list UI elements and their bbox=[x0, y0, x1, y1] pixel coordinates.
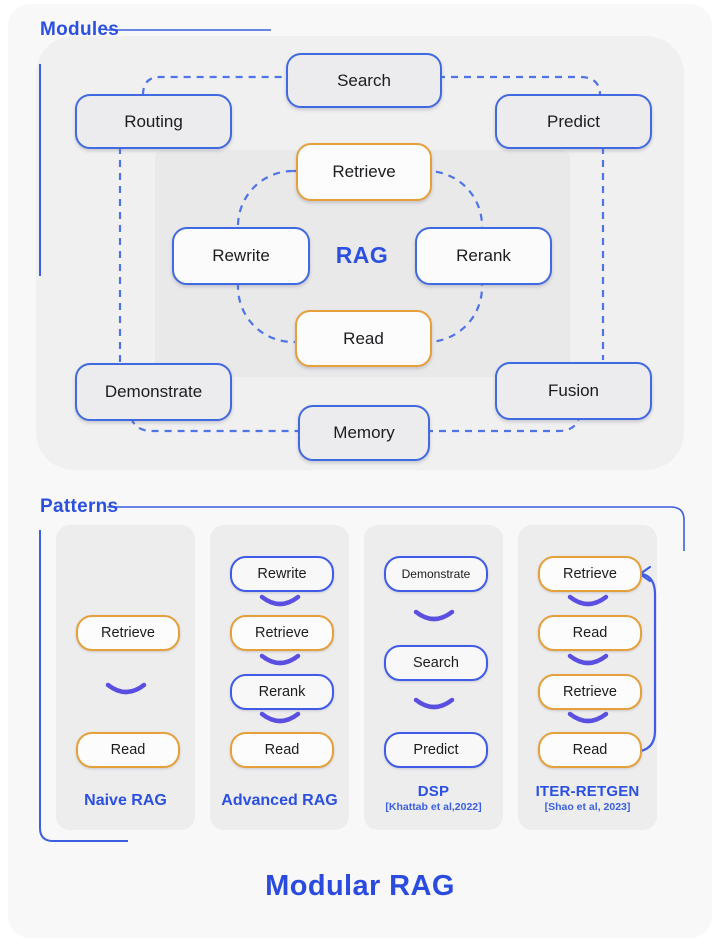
module-box-predict: Predict bbox=[495, 94, 652, 149]
chevron-down-icon bbox=[413, 697, 455, 710]
chevron-down-icon bbox=[567, 653, 609, 666]
pattern-citation-iter-retgen: [Shao et al, 2023] bbox=[544, 801, 631, 813]
chevron-down-icon bbox=[567, 594, 609, 607]
pattern-name-naive-rag: Naive RAG bbox=[84, 792, 167, 809]
module-box-read: Read bbox=[295, 310, 432, 367]
module-box-fusion: Fusion bbox=[495, 362, 652, 420]
pattern-step-retrieve: Retrieve bbox=[538, 556, 642, 592]
pattern-step-demonstrate: Demonstrate bbox=[384, 556, 488, 592]
pattern-step-read: Read bbox=[230, 732, 334, 768]
pattern-step-rewrite: Rewrite bbox=[230, 556, 334, 592]
pattern-step-read: Read bbox=[538, 615, 642, 651]
pattern-step-retrieve: Retrieve bbox=[538, 674, 642, 710]
pattern-column-naive-rag bbox=[56, 525, 195, 830]
rag-center-label: RAG bbox=[335, 242, 389, 268]
module-box-rewrite: Rewrite bbox=[172, 227, 310, 285]
pattern-step-retrieve: Retrieve bbox=[230, 615, 334, 651]
chevron-down-icon bbox=[413, 609, 455, 622]
pattern-citation-dsp: [Khattab et al,2022] bbox=[385, 801, 482, 813]
pattern-step-rerank: Rerank bbox=[230, 674, 334, 710]
pattern-step-read: Read bbox=[76, 732, 180, 768]
modules-section-label: Modules bbox=[40, 19, 120, 40]
module-box-search: Search bbox=[286, 53, 442, 108]
patterns-section-label: Patterns bbox=[40, 496, 119, 517]
chevron-down-icon bbox=[259, 653, 301, 666]
chevron-down-icon bbox=[259, 594, 301, 607]
chevron-down-icon bbox=[105, 682, 147, 695]
pattern-step-search: Search bbox=[384, 645, 488, 681]
module-box-retrieve: Retrieve bbox=[296, 143, 432, 201]
pattern-name-advanced-rag: Advanced RAG bbox=[221, 792, 338, 809]
module-box-memory: Memory bbox=[298, 405, 430, 461]
module-box-rerank: Rerank bbox=[415, 227, 552, 285]
diagram-title: Modular RAG bbox=[265, 870, 455, 902]
pattern-name-iter-retgen: ITER-RETGEN bbox=[535, 783, 640, 800]
pattern-step-retrieve: Retrieve bbox=[76, 615, 180, 651]
pattern-step-read: Read bbox=[538, 732, 642, 768]
module-box-demonstrate: Demonstrate bbox=[75, 363, 232, 421]
pattern-name-dsp: DSP bbox=[417, 783, 450, 800]
chevron-down-icon bbox=[567, 711, 609, 724]
pattern-step-predict: Predict bbox=[384, 732, 488, 768]
chevron-down-icon bbox=[259, 711, 301, 724]
module-box-routing: Routing bbox=[75, 94, 232, 149]
